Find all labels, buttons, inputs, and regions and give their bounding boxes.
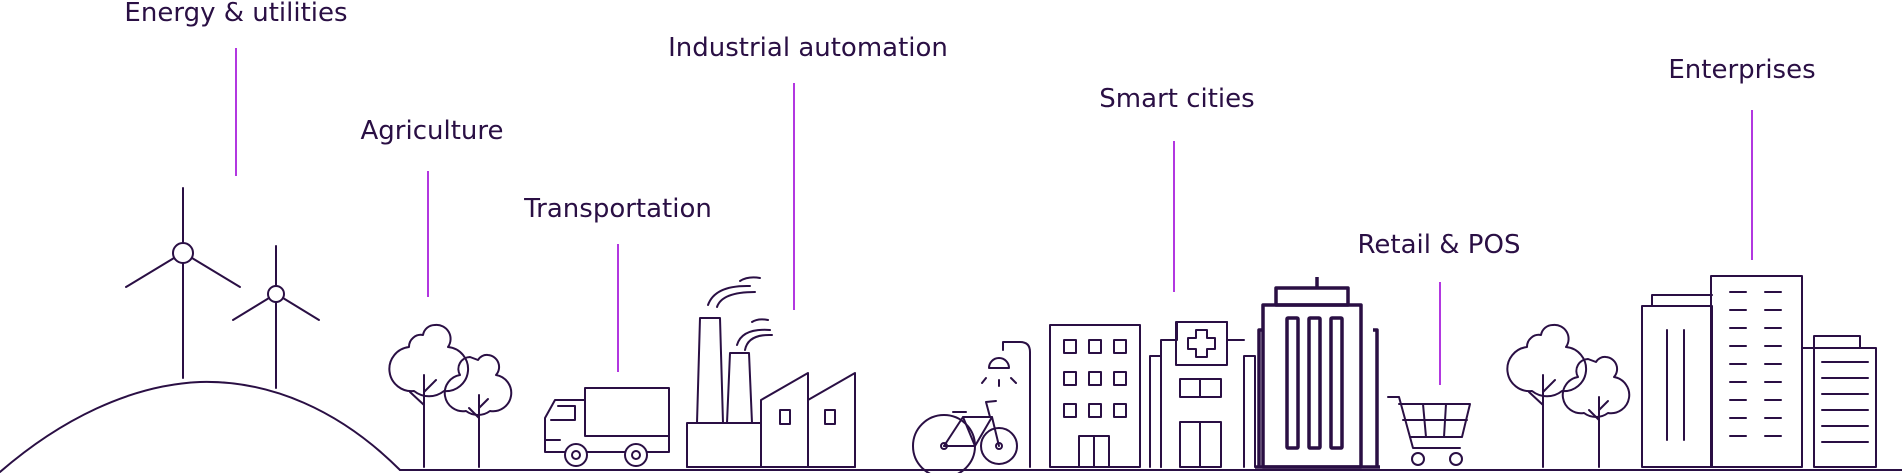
label-enterprises: Enterprises — [1668, 55, 1816, 85]
office-tower-icon — [1710, 275, 1803, 468]
callout-lines — [235, 48, 1753, 385]
label-energy-utilities: Energy & utilities — [124, 0, 348, 28]
tree-small-right-icon — [1561, 355, 1631, 468]
label-transportation: Transportation — [524, 194, 712, 224]
hospital-icon — [1149, 321, 1256, 468]
office-building-left-icon — [1641, 294, 1713, 468]
wind-turbine-large-icon — [125, 187, 241, 379]
hill — [0, 380, 401, 473]
tree-large-icon — [388, 323, 470, 468]
bicycle-icon — [912, 400, 1018, 473]
label-retail-pos: Retail & POS — [1357, 230, 1521, 260]
truck-icon — [544, 387, 670, 467]
tree-large-right-icon — [1506, 323, 1588, 468]
wind-turbine-small-icon — [232, 245, 320, 389]
street-lamp-icon — [981, 341, 1031, 468]
office-building-right-icon — [1801, 335, 1877, 468]
label-agriculture: Agriculture — [360, 116, 504, 146]
tree-small-icon — [443, 353, 513, 468]
skyscraper-icon — [1255, 277, 1380, 469]
shopping-cart-icon — [1387, 396, 1471, 466]
apartment-building-icon — [1049, 324, 1141, 468]
label-smart-cities: Smart cities — [1099, 84, 1255, 114]
factory-icon — [686, 276, 856, 468]
label-industrial-automation: Industrial automation — [668, 33, 948, 63]
